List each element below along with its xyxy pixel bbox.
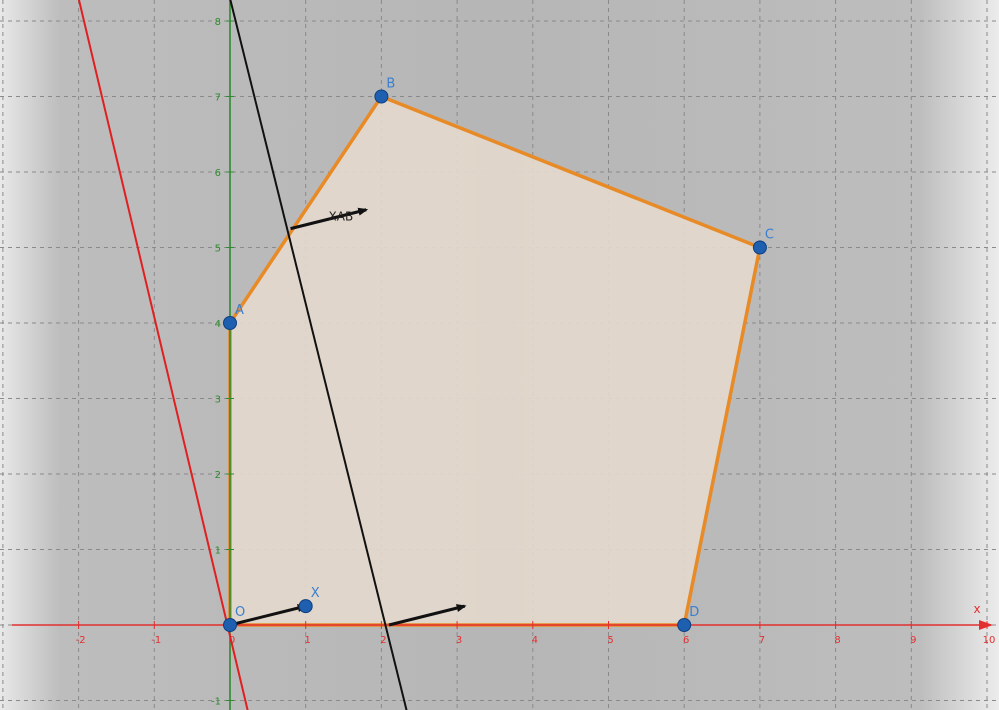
x-tick-label: 10 bbox=[983, 635, 996, 646]
point-c[interactable] bbox=[752, 240, 767, 255]
black-line[interactable] bbox=[229, 0, 408, 710]
y-tick-label: 5 bbox=[215, 244, 221, 255]
y-tick-label: 7 bbox=[215, 93, 221, 104]
x-tick-label: -1 bbox=[151, 635, 161, 646]
vector-xab-label: XAB bbox=[329, 210, 354, 224]
point-x[interactable] bbox=[298, 599, 313, 614]
point-label-d: D bbox=[689, 605, 699, 620]
vector-ox[interactable] bbox=[229, 604, 308, 627]
y-tick-label: 6 bbox=[215, 168, 221, 179]
point-label-b: B bbox=[386, 77, 395, 92]
x-tick-label: 2 bbox=[380, 635, 386, 646]
red-line[interactable] bbox=[77, 0, 249, 710]
point-d[interactable] bbox=[677, 618, 692, 632]
x-tick-label: -2 bbox=[76, 635, 86, 646]
point-label-o: O bbox=[235, 605, 245, 620]
point-label-c: C bbox=[765, 228, 774, 243]
y-tick-label: 1 bbox=[215, 546, 221, 557]
x-tick-label: 4 bbox=[532, 635, 538, 646]
point-label-x: X bbox=[311, 586, 320, 601]
y-tick-label: 4 bbox=[215, 319, 221, 330]
points-layer: O A B C D X bbox=[223, 77, 774, 632]
lines-layer bbox=[77, 0, 408, 710]
y-tick-label: 8 bbox=[215, 17, 221, 28]
point-a[interactable] bbox=[223, 316, 237, 330]
y-tick-label: 2 bbox=[215, 470, 221, 481]
x-tick-label: 9 bbox=[910, 635, 916, 646]
point-o[interactable] bbox=[223, 618, 237, 632]
y-tick-label: 3 bbox=[215, 395, 221, 406]
vector-xab[interactable] bbox=[290, 207, 369, 231]
x-axis-name: x bbox=[973, 602, 980, 616]
x-tick-label: 7 bbox=[759, 635, 765, 646]
x-tick-label: 5 bbox=[607, 635, 613, 646]
y-tick-label: -1 bbox=[211, 697, 221, 708]
x-tick-label: 8 bbox=[834, 635, 840, 646]
x-tick-label: 6 bbox=[683, 635, 689, 646]
point-label-a: A bbox=[235, 303, 244, 318]
point-b[interactable] bbox=[374, 89, 389, 104]
vector-on-x-axis[interactable] bbox=[388, 604, 467, 627]
x-tick-label: 3 bbox=[456, 635, 462, 646]
vectors-layer: XAB bbox=[229, 207, 467, 627]
x-tick-label: 1 bbox=[305, 635, 311, 646]
